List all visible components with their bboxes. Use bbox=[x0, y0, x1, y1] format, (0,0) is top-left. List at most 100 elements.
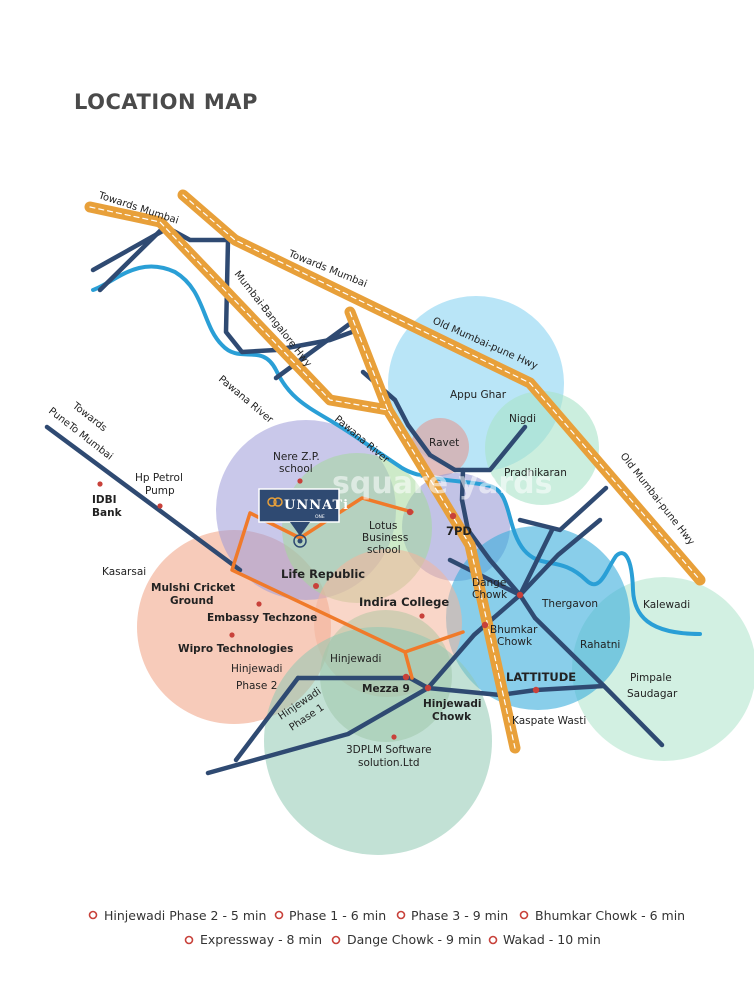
legend-label: Phase 3 - 9 min bbox=[411, 908, 508, 923]
road-nigdi bbox=[452, 424, 528, 473]
road-nw-3 bbox=[273, 317, 358, 381]
road-bhumkar bbox=[425, 527, 555, 691]
label-mulshi-1: Mulshi Cricket bbox=[151, 582, 235, 594]
circle-3dplm bbox=[264, 627, 492, 855]
label-pawana-river-1: Pawana River bbox=[216, 374, 276, 426]
label-hinjewadi: Hinjewadi bbox=[330, 653, 381, 665]
label-pimpale-1: Pimpale bbox=[630, 672, 672, 684]
label-hinj-chowk-2: Chowk bbox=[432, 711, 472, 723]
label-idbi-1: IDBI bbox=[92, 494, 117, 506]
project-logo-sub: ONE bbox=[315, 514, 325, 520]
legend-item: Expressway - 8 min bbox=[184, 932, 322, 947]
road-mezza bbox=[295, 675, 607, 698]
label-lotus-1: Lotus bbox=[369, 520, 397, 532]
pin-ring-icon bbox=[293, 534, 307, 548]
road-7pd bbox=[459, 467, 538, 621]
pawana-river bbox=[91, 264, 702, 636]
label-kasarsai: Kasarsai bbox=[102, 566, 146, 578]
circle-nigdi bbox=[485, 391, 599, 505]
route-mezza bbox=[403, 650, 414, 680]
legend-item: Wakad - 10 min bbox=[488, 932, 601, 947]
label-wipro: Wipro Technologies bbox=[178, 643, 293, 655]
dot-hinj-chowk bbox=[424, 684, 432, 692]
dot-idbi bbox=[97, 481, 103, 487]
road-pune bbox=[44, 424, 243, 573]
dot-embassy bbox=[256, 601, 262, 607]
legend-bullet-icon bbox=[396, 910, 406, 920]
project-logo: UNNATi bbox=[284, 498, 349, 513]
road-phase1 bbox=[233, 675, 301, 763]
label-hp-1: Hp Petrol bbox=[135, 472, 183, 484]
dot-hp bbox=[157, 503, 163, 509]
label-embassy: Embassy Techzone bbox=[207, 612, 317, 624]
legend-bullet-icon bbox=[184, 935, 194, 945]
road-dange bbox=[447, 517, 603, 598]
label-7pd: 7PD bbox=[446, 524, 472, 538]
label-pradhikaran: Pradhikaran bbox=[504, 467, 567, 479]
legend-label: Bhumkar Chowk - 6 min bbox=[535, 908, 685, 923]
route-lotus bbox=[298, 496, 414, 540]
watermark: square yards bbox=[332, 466, 552, 501]
legend-bullet-icon bbox=[88, 910, 98, 920]
place-labels: Appu Ghar Nigdi Ravet Pradhikaran Nere Z… bbox=[92, 389, 690, 769]
road-nw-loop bbox=[165, 225, 355, 355]
dot-7pd bbox=[449, 512, 457, 520]
legend-item: Hinjewadi Phase 2 - 5 min bbox=[88, 908, 266, 923]
legend-label: Expressway - 8 min bbox=[200, 932, 322, 947]
label-hinj-p2-1: Hinjewadi bbox=[231, 663, 282, 675]
highways bbox=[84, 189, 706, 754]
label-life-republic: Life Republic bbox=[281, 567, 365, 581]
label-nere-1: Nere Z.P. bbox=[273, 451, 320, 463]
dot-bhumkar bbox=[481, 621, 489, 629]
label-dange-2: Chowk bbox=[472, 589, 508, 601]
label-hinj-chowk-1: Hinjewadi bbox=[423, 698, 481, 710]
label-idbi-2: Bank bbox=[92, 507, 123, 519]
hwy-link bbox=[344, 306, 394, 416]
label-rahatni: Rahatni bbox=[580, 639, 620, 651]
page-title: LOCATION MAP bbox=[74, 90, 258, 114]
road-nw-2 bbox=[97, 225, 166, 293]
legend-item: Dange Chowk - 9 min bbox=[331, 932, 482, 947]
legend-label: Dange Chowk - 9 min bbox=[347, 932, 482, 947]
logo-swirl-icon bbox=[267, 497, 283, 507]
dot-wipro bbox=[229, 632, 235, 638]
label-indira: Indira College bbox=[359, 595, 449, 609]
project-marker[interactable]: UNNATi ONE bbox=[258, 488, 349, 548]
legend-bullet-icon bbox=[488, 935, 498, 945]
dot-lattitude bbox=[532, 686, 540, 694]
dot-indira bbox=[419, 613, 425, 619]
dot-3dplm bbox=[391, 734, 397, 740]
label-lotus-2: Business bbox=[362, 532, 408, 544]
label-nere-2: school bbox=[279, 463, 313, 475]
label-lattitude: LATTITUDE bbox=[506, 670, 576, 684]
label-kaspate: Kaspate Wasti bbox=[512, 715, 586, 727]
label-hinj-p2-2: Phase 2 bbox=[236, 680, 277, 692]
label-hp-2: Pump bbox=[145, 485, 175, 497]
label-3dplm-1: 3DPLM Software bbox=[346, 744, 432, 756]
dot-dange bbox=[516, 591, 524, 599]
dot-life-republic bbox=[313, 583, 319, 589]
legend-bullet-icon bbox=[331, 935, 341, 945]
label-bhumkar-2: Chowk bbox=[497, 636, 533, 648]
location-dots bbox=[97, 478, 540, 740]
label-dange-1: Dange bbox=[472, 577, 506, 589]
legend-label: Phase 1 - 6 min bbox=[289, 908, 386, 923]
label-bhumkar-1: Bhumkar bbox=[490, 624, 538, 636]
legend-bullet-icon bbox=[274, 910, 284, 920]
label-3dplm-2: solution.Ltd bbox=[358, 757, 420, 769]
label-lotus-3: school bbox=[367, 544, 401, 556]
label-mulshi-2: Ground bbox=[170, 595, 213, 607]
label-thergavon: Thergavon bbox=[541, 598, 598, 610]
legend-item: Phase 3 - 9 min bbox=[396, 908, 508, 923]
label-pimpale-2: Saudagar bbox=[627, 688, 678, 700]
dot-mezza bbox=[402, 673, 410, 681]
legend-item: Bhumkar Chowk - 6 min bbox=[519, 908, 685, 923]
legend-label: Hinjewadi Phase 2 - 5 min bbox=[104, 908, 266, 923]
legend-item: Phase 1 - 6 min bbox=[274, 908, 386, 923]
legend-label: Wakad - 10 min bbox=[503, 932, 601, 947]
dot-lotus bbox=[406, 508, 414, 516]
label-nigdi: Nigdi bbox=[509, 413, 536, 425]
label-ravet: Ravet bbox=[429, 437, 459, 449]
